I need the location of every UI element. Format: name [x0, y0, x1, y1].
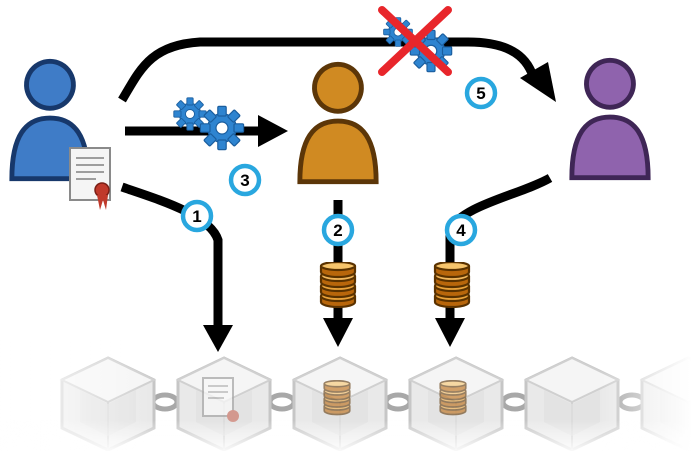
blockchain	[0, 340, 692, 451]
svg-text:1: 1	[192, 207, 201, 226]
arrow-sender-to-receiver	[118, 37, 540, 103]
step-badge-2: 2	[321, 213, 355, 247]
block-coins	[439, 380, 467, 416]
step-badge-1: 1	[180, 199, 214, 233]
coin-stack-icon	[433, 262, 471, 308]
block-coins	[323, 380, 351, 416]
step-badge-5: 5	[464, 76, 498, 110]
middle-person	[300, 64, 376, 181]
arrowhead-receiver	[520, 62, 556, 102]
coin-stack-icon	[319, 262, 357, 308]
svg-text:3: 3	[240, 171, 249, 190]
step-badge-3: 3	[228, 163, 262, 197]
receiver-person	[572, 60, 648, 177]
cross-icon	[378, 6, 452, 76]
step-badge-4: 4	[444, 213, 478, 247]
gears-icon	[173, 97, 245, 151]
arrowheads	[203, 62, 556, 352]
svg-text:2: 2	[333, 221, 342, 240]
block-certificate	[202, 377, 239, 422]
svg-text:4: 4	[456, 221, 466, 240]
svg-text:5: 5	[476, 84, 485, 103]
certificate-icon	[69, 147, 111, 210]
